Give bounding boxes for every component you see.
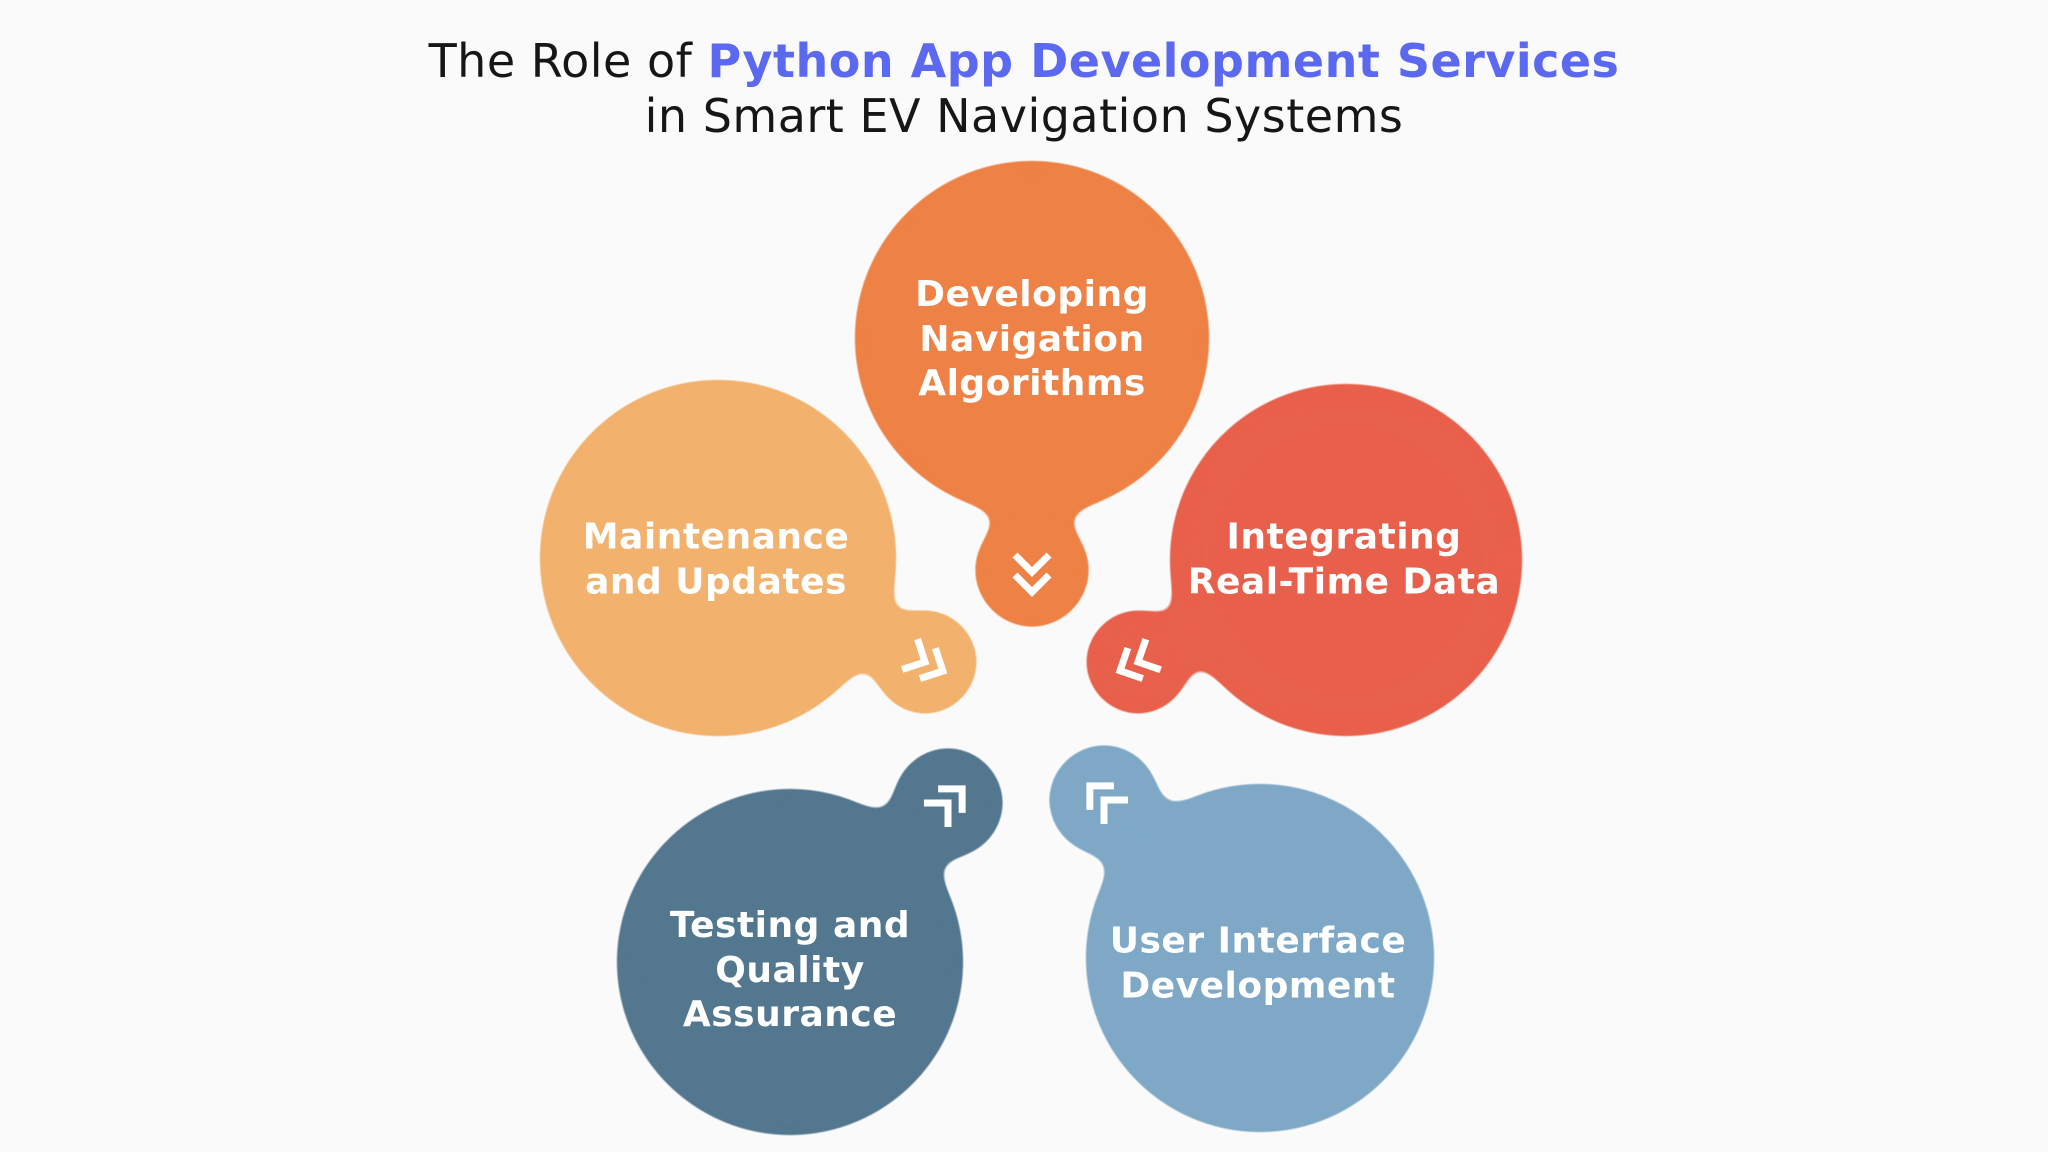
- title-prefix: The Role of: [428, 34, 708, 88]
- double-chevron-up-right-icon: [923, 785, 966, 828]
- bubble-maintenance-and-updates: [542, 382, 976, 734]
- bubble-label-maintenance-and-updates: Maintenance and Updates: [582, 516, 850, 602]
- bubble-main-circle: [1088, 786, 1432, 1130]
- double-chevron-down-left-icon: [1115, 638, 1162, 682]
- bubble-label-developing-navigation-algorithms: Developing Navigation Algorithms: [915, 274, 1149, 405]
- bubble-developing-navigation-algorithms: [857, 163, 1207, 626]
- title-highlight: Python App Development Services: [707, 34, 1620, 88]
- double-chevron-down-icon: [1012, 552, 1052, 597]
- bubble-label-testing-and-quality-assurance: Testing and Quality Assurance: [669, 905, 911, 1036]
- title-line-2: in Smart EV Navigation Systems: [644, 89, 1404, 144]
- page-title: The Role of Python App Development Servi…: [0, 34, 2048, 144]
- double-chevron-up-left-icon: [1086, 782, 1129, 825]
- double-chevron-down-right-icon: [901, 638, 948, 682]
- bubble-label-integrating-real-time-data: Integrating Real-Time Data: [1187, 516, 1501, 602]
- bubble-main-circle: [1172, 386, 1520, 734]
- bubble-main-circle: [542, 382, 894, 734]
- bubble-main-circle: [857, 163, 1207, 513]
- bubble-main-circle: [619, 791, 961, 1133]
- bubble-label-user-interface-development: User Interface Development: [1109, 920, 1407, 1006]
- title-line-1: The Role of Python App Development Servi…: [0, 34, 2048, 89]
